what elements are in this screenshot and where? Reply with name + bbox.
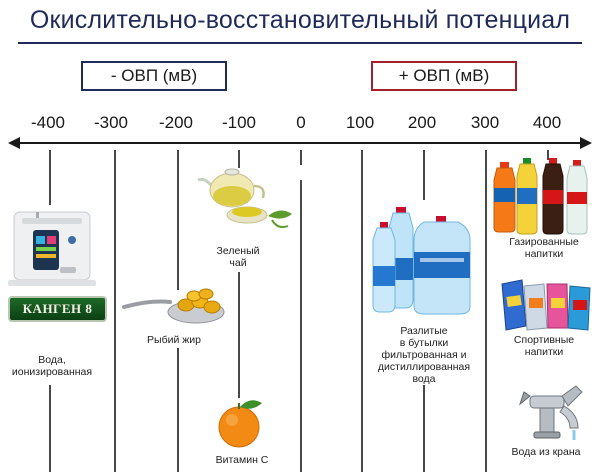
caption-soda: Газированные напитки: [509, 236, 579, 260]
caption-sports-drinks: Спортивные напитки: [513, 334, 575, 358]
kangen-badge: КАНГЕН 8: [8, 296, 107, 322]
caption-kangen-water: Вода, ионизированная: [11, 354, 93, 378]
water-ionizer-icon: [8, 211, 96, 286]
legend-negative-orp: - ОВП (мВ): [81, 61, 227, 91]
water-bottles-icon: [372, 207, 471, 315]
caption-bottled-water: Разлитые в бутылки фильтрованная и дисти…: [377, 325, 471, 385]
tick-label-minus-400: -400: [30, 113, 66, 132]
faucet-icon: [518, 385, 583, 440]
caption-vitamin-c: Витамин С: [215, 454, 269, 466]
fish-oil-spoon-icon: [122, 288, 225, 324]
tick-label-300: 300: [470, 113, 500, 132]
teapot-icon: [197, 168, 292, 229]
tick-label-200: 200: [407, 113, 437, 132]
tick-label-minus-200: -200: [158, 113, 194, 132]
tick-label-400: 400: [532, 113, 562, 132]
title-underline: [18, 42, 582, 44]
page-title: Окислительно-восстановительный потенциал: [29, 6, 571, 34]
caption-fish-oil: Рыбий жир: [147, 334, 201, 346]
axis-arrow-left: [8, 137, 20, 149]
caption-tap-water: Вода из крана: [511, 446, 581, 458]
legend-positive-orp: + ОВП (мВ): [371, 61, 517, 91]
orange-icon: [218, 400, 262, 448]
tick-label-0: 0: [296, 113, 306, 132]
axis-arrow-right: [580, 137, 592, 149]
soda-bottles-icon: [493, 158, 588, 235]
tick-label-100: 100: [345, 113, 375, 132]
tick-label-minus-100: -100: [221, 113, 257, 132]
tick-label-minus-300: -300: [93, 113, 129, 132]
caption-green-tea: Зеленый чай: [216, 245, 260, 269]
sports-drinks-icon: [501, 279, 591, 331]
